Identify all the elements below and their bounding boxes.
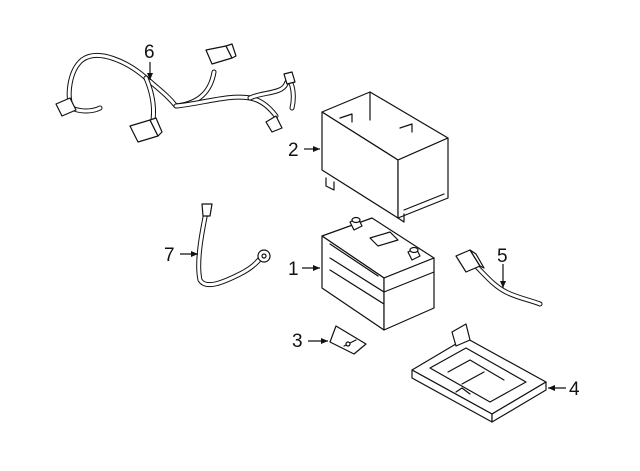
- wiring-harness: [55, 43, 296, 143]
- callout-1: 1: [288, 259, 299, 280]
- hold-down-clamp: [329, 325, 367, 355]
- callout-3: 3: [292, 331, 303, 352]
- callout-5: 5: [497, 246, 508, 267]
- battery: [321, 216, 435, 331]
- callout-2: 2: [288, 140, 299, 161]
- battery-box: [321, 91, 449, 223]
- battery-tray: [411, 323, 547, 423]
- callout-4: 4: [569, 379, 580, 400]
- callout-6: 6: [144, 42, 155, 63]
- ground-cable: [196, 203, 271, 288]
- sensor-cable: [455, 249, 543, 307]
- callout-7: 7: [164, 245, 175, 266]
